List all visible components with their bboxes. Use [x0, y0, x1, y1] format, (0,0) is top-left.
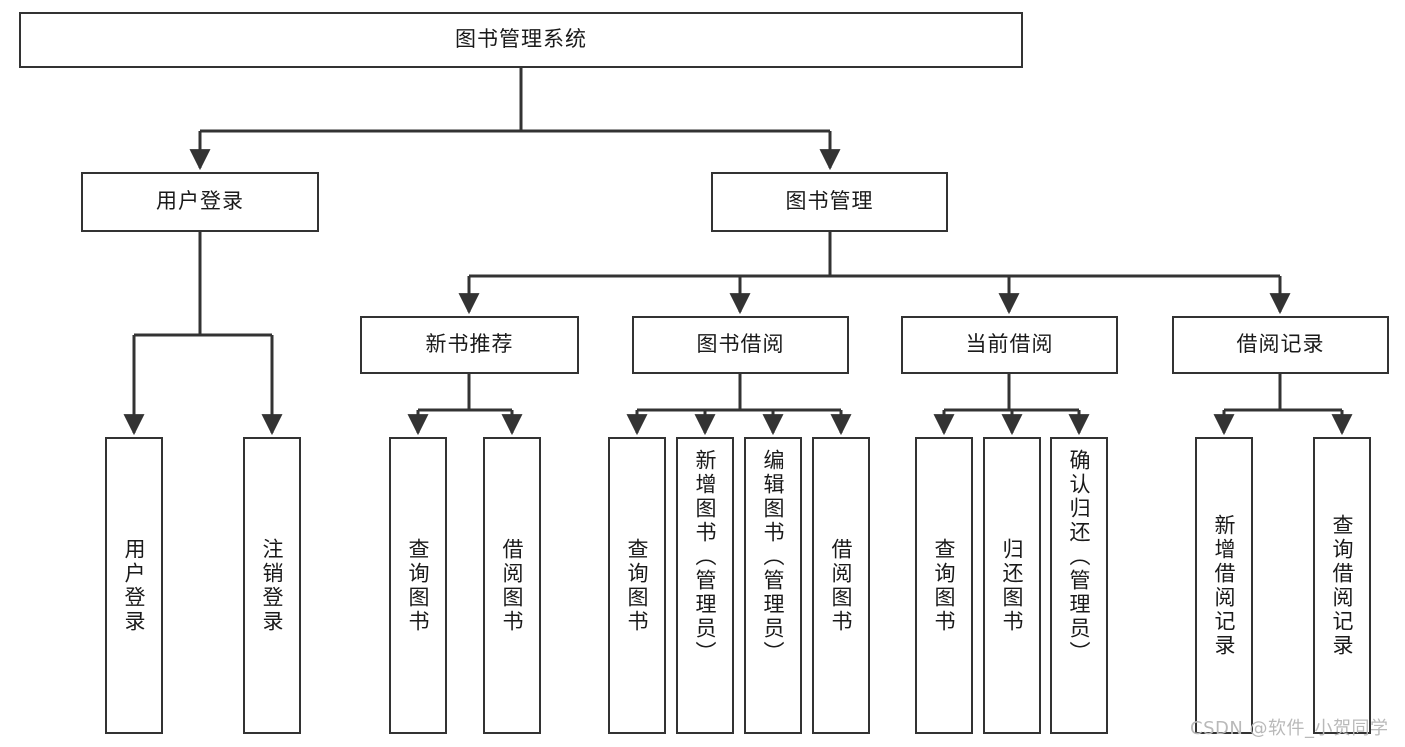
- node-user-login[interactable]: 用户登录: [81, 172, 319, 232]
- node-leaf-new-borrow-book[interactable]: 借阅图书: [483, 437, 541, 734]
- leaf-label: 注销登录: [260, 537, 285, 634]
- node-current-borrow[interactable]: 当前借阅: [901, 316, 1118, 374]
- leaf-label: 借阅图书: [829, 537, 854, 634]
- node-leaf-borrow-book[interactable]: 借阅图书: [812, 437, 870, 734]
- node-leaf-new-query-book[interactable]: 查询图书: [389, 437, 447, 734]
- leaf-label: 编辑图书（管理员）: [761, 449, 786, 665]
- leaf-label: 查询图书: [932, 537, 957, 634]
- node-book-management[interactable]: 图书管理: [711, 172, 948, 232]
- leaf-label: 查询借阅记录: [1330, 513, 1355, 658]
- leaf-label: 新增借阅记录: [1212, 513, 1237, 658]
- node-leaf-query-borrow-record[interactable]: 查询借阅记录: [1313, 437, 1371, 734]
- leaf-label: 确认归还（管理员）: [1067, 449, 1092, 665]
- leaf-label: 新增图书（管理员）: [693, 449, 718, 665]
- leaf-label: 查询图书: [406, 537, 431, 634]
- leaf-label: 归还图书: [1000, 537, 1025, 634]
- node-leaf-current-query-book[interactable]: 查询图书: [915, 437, 973, 734]
- node-leaf-logout[interactable]: 注销登录: [243, 437, 301, 734]
- node-book-borrow[interactable]: 图书借阅: [632, 316, 849, 374]
- node-leaf-return-book[interactable]: 归还图书: [983, 437, 1041, 734]
- node-leaf-add-book-admin[interactable]: 新增图书（管理员）: [676, 437, 734, 734]
- node-leaf-confirm-return-admin[interactable]: 确认归还（管理员）: [1050, 437, 1108, 734]
- leaf-label: 用户登录: [122, 537, 147, 634]
- node-leaf-edit-book-admin[interactable]: 编辑图书（管理员）: [744, 437, 802, 734]
- node-leaf-borrow-query-book[interactable]: 查询图书: [608, 437, 666, 734]
- node-leaf-add-borrow-record[interactable]: 新增借阅记录: [1195, 437, 1253, 734]
- leaf-label: 借阅图书: [500, 537, 525, 634]
- node-root-system[interactable]: 图书管理系统: [19, 12, 1023, 68]
- node-leaf-user-login[interactable]: 用户登录: [105, 437, 163, 734]
- node-borrow-records[interactable]: 借阅记录: [1172, 316, 1389, 374]
- leaf-label: 查询图书: [625, 537, 650, 634]
- node-new-book-recommend[interactable]: 新书推荐: [360, 316, 579, 374]
- csdn-watermark: CSDN @软件_小贺同学: [1190, 718, 1389, 739]
